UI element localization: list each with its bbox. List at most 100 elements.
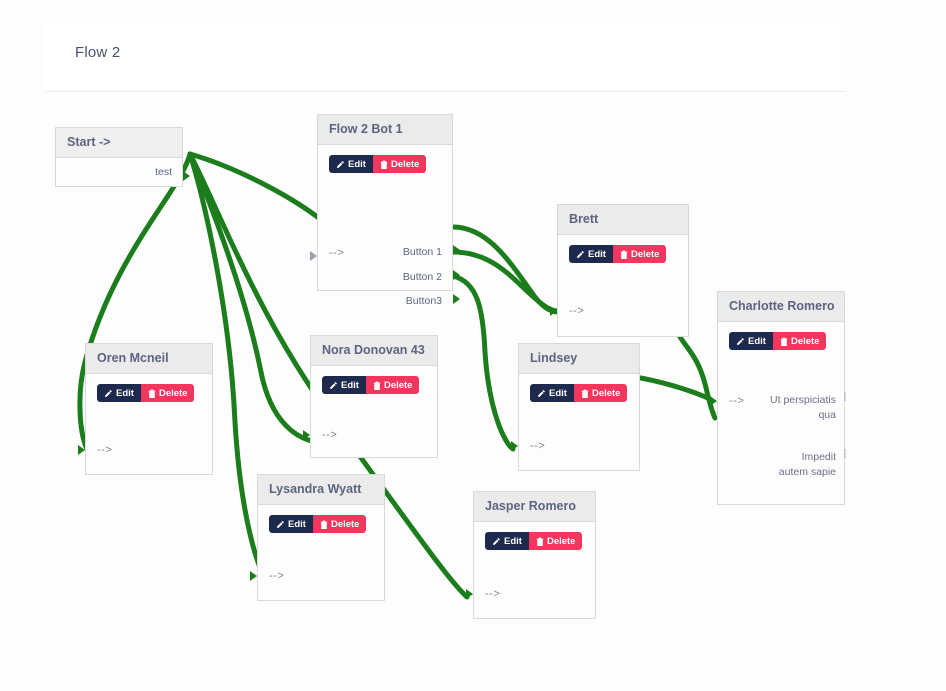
handle-in-charlotte-romero[interactable] xyxy=(710,396,717,406)
node-lindsey[interactable]: Lindsey Edit Delete xyxy=(511,343,640,472)
message-text-1[interactable]: Ut perspiciatis qua xyxy=(770,394,836,421)
node-start-body: test xyxy=(56,158,182,188)
handle-out-button-1[interactable] xyxy=(453,245,460,255)
node-jasper-romero-body: Edit Delete --> xyxy=(474,522,595,620)
edit-button-label: Edit xyxy=(348,158,366,170)
port-in-label: --> xyxy=(329,247,345,259)
node-oren-mcneil-title: Oren Mcneil xyxy=(86,344,212,374)
handle-in-nora-donovan-43[interactable] xyxy=(303,430,310,440)
node-actions: Edit Delete xyxy=(569,245,667,263)
flow-canvas[interactable]: Start -> test Flow 2 Bot 1 Edit xyxy=(45,92,846,632)
delete-button[interactable]: Delete xyxy=(312,515,367,533)
node-brett-body: Edit Delete --> xyxy=(558,235,688,338)
delete-button-label: Delete xyxy=(390,158,420,170)
delete-button[interactable]: Delete xyxy=(612,245,667,263)
node-lysandra-wyatt[interactable]: Lysandra Wyatt Edit xyxy=(250,474,385,602)
pencil-icon xyxy=(330,381,337,389)
port-in-label: --> xyxy=(97,444,113,456)
edit-button-label: Edit xyxy=(116,387,134,399)
node-lysandra-wyatt-title: Lysandra Wyatt xyxy=(258,475,384,505)
edit-button[interactable]: Edit xyxy=(97,384,141,402)
delete-button[interactable]: Delete xyxy=(573,384,628,402)
handle-in-brett[interactable] xyxy=(550,306,557,316)
edit-button[interactable]: Edit xyxy=(329,155,373,173)
node-oren-mcneil[interactable]: Oren Mcneil Edit De xyxy=(78,343,213,476)
node-oren-mcneil-body: Edit Delete --> xyxy=(86,374,212,476)
node-start-title: Start -> xyxy=(56,128,182,158)
node-brett[interactable]: Brett Edit Delete xyxy=(550,204,689,338)
port-out-button-2[interactable]: Button 2 xyxy=(402,271,442,283)
delete-button-label: Delete xyxy=(591,387,621,399)
trash-icon xyxy=(320,520,328,529)
node-charlotte-romero[interactable]: Charlotte Romero Edit xyxy=(710,291,846,505)
edit-button-label: Edit xyxy=(504,535,522,547)
edge-btn3-lindsey xyxy=(450,273,516,452)
edge-lindsey-charlotte xyxy=(632,374,713,402)
handle-in-lindsey[interactable] xyxy=(511,441,518,451)
edge-btn1-brett xyxy=(450,224,561,315)
edit-button[interactable]: Edit xyxy=(530,384,574,402)
edit-button-label: Edit xyxy=(549,387,567,399)
handle-in-flow-2-bot-1[interactable] xyxy=(310,251,317,261)
edit-button[interactable]: Edit xyxy=(485,532,529,550)
trash-icon xyxy=(581,389,589,398)
edit-button[interactable]: Edit xyxy=(322,376,366,394)
node-flow-2-bot-1[interactable]: Flow 2 Bot 1 Edit D xyxy=(310,114,460,307)
node-flow-2-bot-1-title: Flow 2 Bot 1 xyxy=(318,115,452,145)
delete-button[interactable]: Delete xyxy=(140,384,195,402)
port-out-button-3[interactable]: Button3 xyxy=(405,295,442,307)
handle-in-oren-mcneil[interactable] xyxy=(78,445,85,455)
port-out-test[interactable]: test xyxy=(155,166,172,178)
node-nora-donovan-43-title: Nora Donovan 43 xyxy=(311,336,437,366)
edit-button-label: Edit xyxy=(748,335,766,347)
node-actions: Edit Delete xyxy=(530,384,628,402)
delete-button[interactable]: Delete xyxy=(372,155,427,173)
edit-button[interactable]: Edit xyxy=(269,515,313,533)
node-lysandra-wyatt-body: Edit Delete --> xyxy=(258,505,384,602)
pencil-icon xyxy=(493,537,500,545)
trash-icon xyxy=(780,337,788,346)
node-lindsey-body: Edit Delete --> xyxy=(519,374,639,472)
handle-out-button-2[interactable] xyxy=(453,270,460,280)
edit-button[interactable]: Edit xyxy=(729,332,773,350)
node-nora-donovan-43[interactable]: Nora Donovan 43 Edit xyxy=(303,335,438,459)
delete-button[interactable]: Delete xyxy=(365,376,420,394)
node-actions: Edit Delete xyxy=(322,376,420,394)
handle-out-start[interactable] xyxy=(183,171,190,181)
edge-start-bot1 xyxy=(187,151,333,230)
delete-button-label: Delete xyxy=(790,335,820,347)
message-text-2[interactable]: Impedit autem sapie xyxy=(778,451,836,478)
node-actions: Edit Delete xyxy=(329,155,427,173)
node-actions: Edit Delete xyxy=(97,384,195,402)
handle-in-lysandra-wyatt[interactable] xyxy=(250,571,257,581)
node-start[interactable]: Start -> test xyxy=(55,127,190,188)
node-jasper-romero-title: Jasper Romero xyxy=(474,492,595,522)
node-lindsey-title: Lindsey xyxy=(519,344,639,374)
handle-out-button-3[interactable] xyxy=(453,294,460,304)
node-actions: Edit Delete xyxy=(729,332,827,350)
port-in-label: --> xyxy=(269,570,285,582)
pencil-icon xyxy=(737,337,744,345)
edit-button-label: Edit xyxy=(288,518,306,530)
trash-icon xyxy=(380,160,388,169)
delete-button[interactable]: Delete xyxy=(528,532,583,550)
handle-out-message-1[interactable] xyxy=(844,392,846,401)
trash-icon xyxy=(148,389,156,398)
node-jasper-romero[interactable]: Jasper Romero Edit xyxy=(466,491,596,620)
pencil-icon xyxy=(337,160,344,168)
pencil-icon xyxy=(538,389,545,397)
pencil-icon xyxy=(105,389,112,397)
delete-button-label: Delete xyxy=(383,379,413,391)
node-flow-2-bot-1-body: Edit Delete --> Button 1 Button 2 Button… xyxy=(318,145,452,307)
port-out-button-1[interactable]: Button 1 xyxy=(402,246,442,258)
delete-button-label: Delete xyxy=(546,535,576,547)
handle-in-jasper-romero[interactable] xyxy=(466,589,473,599)
trash-icon xyxy=(536,537,544,546)
handle-out-message-2[interactable] xyxy=(844,449,846,458)
node-brett-title: Brett xyxy=(558,205,688,235)
port-in-label: --> xyxy=(485,588,501,600)
node-nora-donovan-43-body: Edit Delete --> xyxy=(311,366,437,459)
delete-button[interactable]: Delete xyxy=(772,332,827,350)
edit-button[interactable]: Edit xyxy=(569,245,613,263)
